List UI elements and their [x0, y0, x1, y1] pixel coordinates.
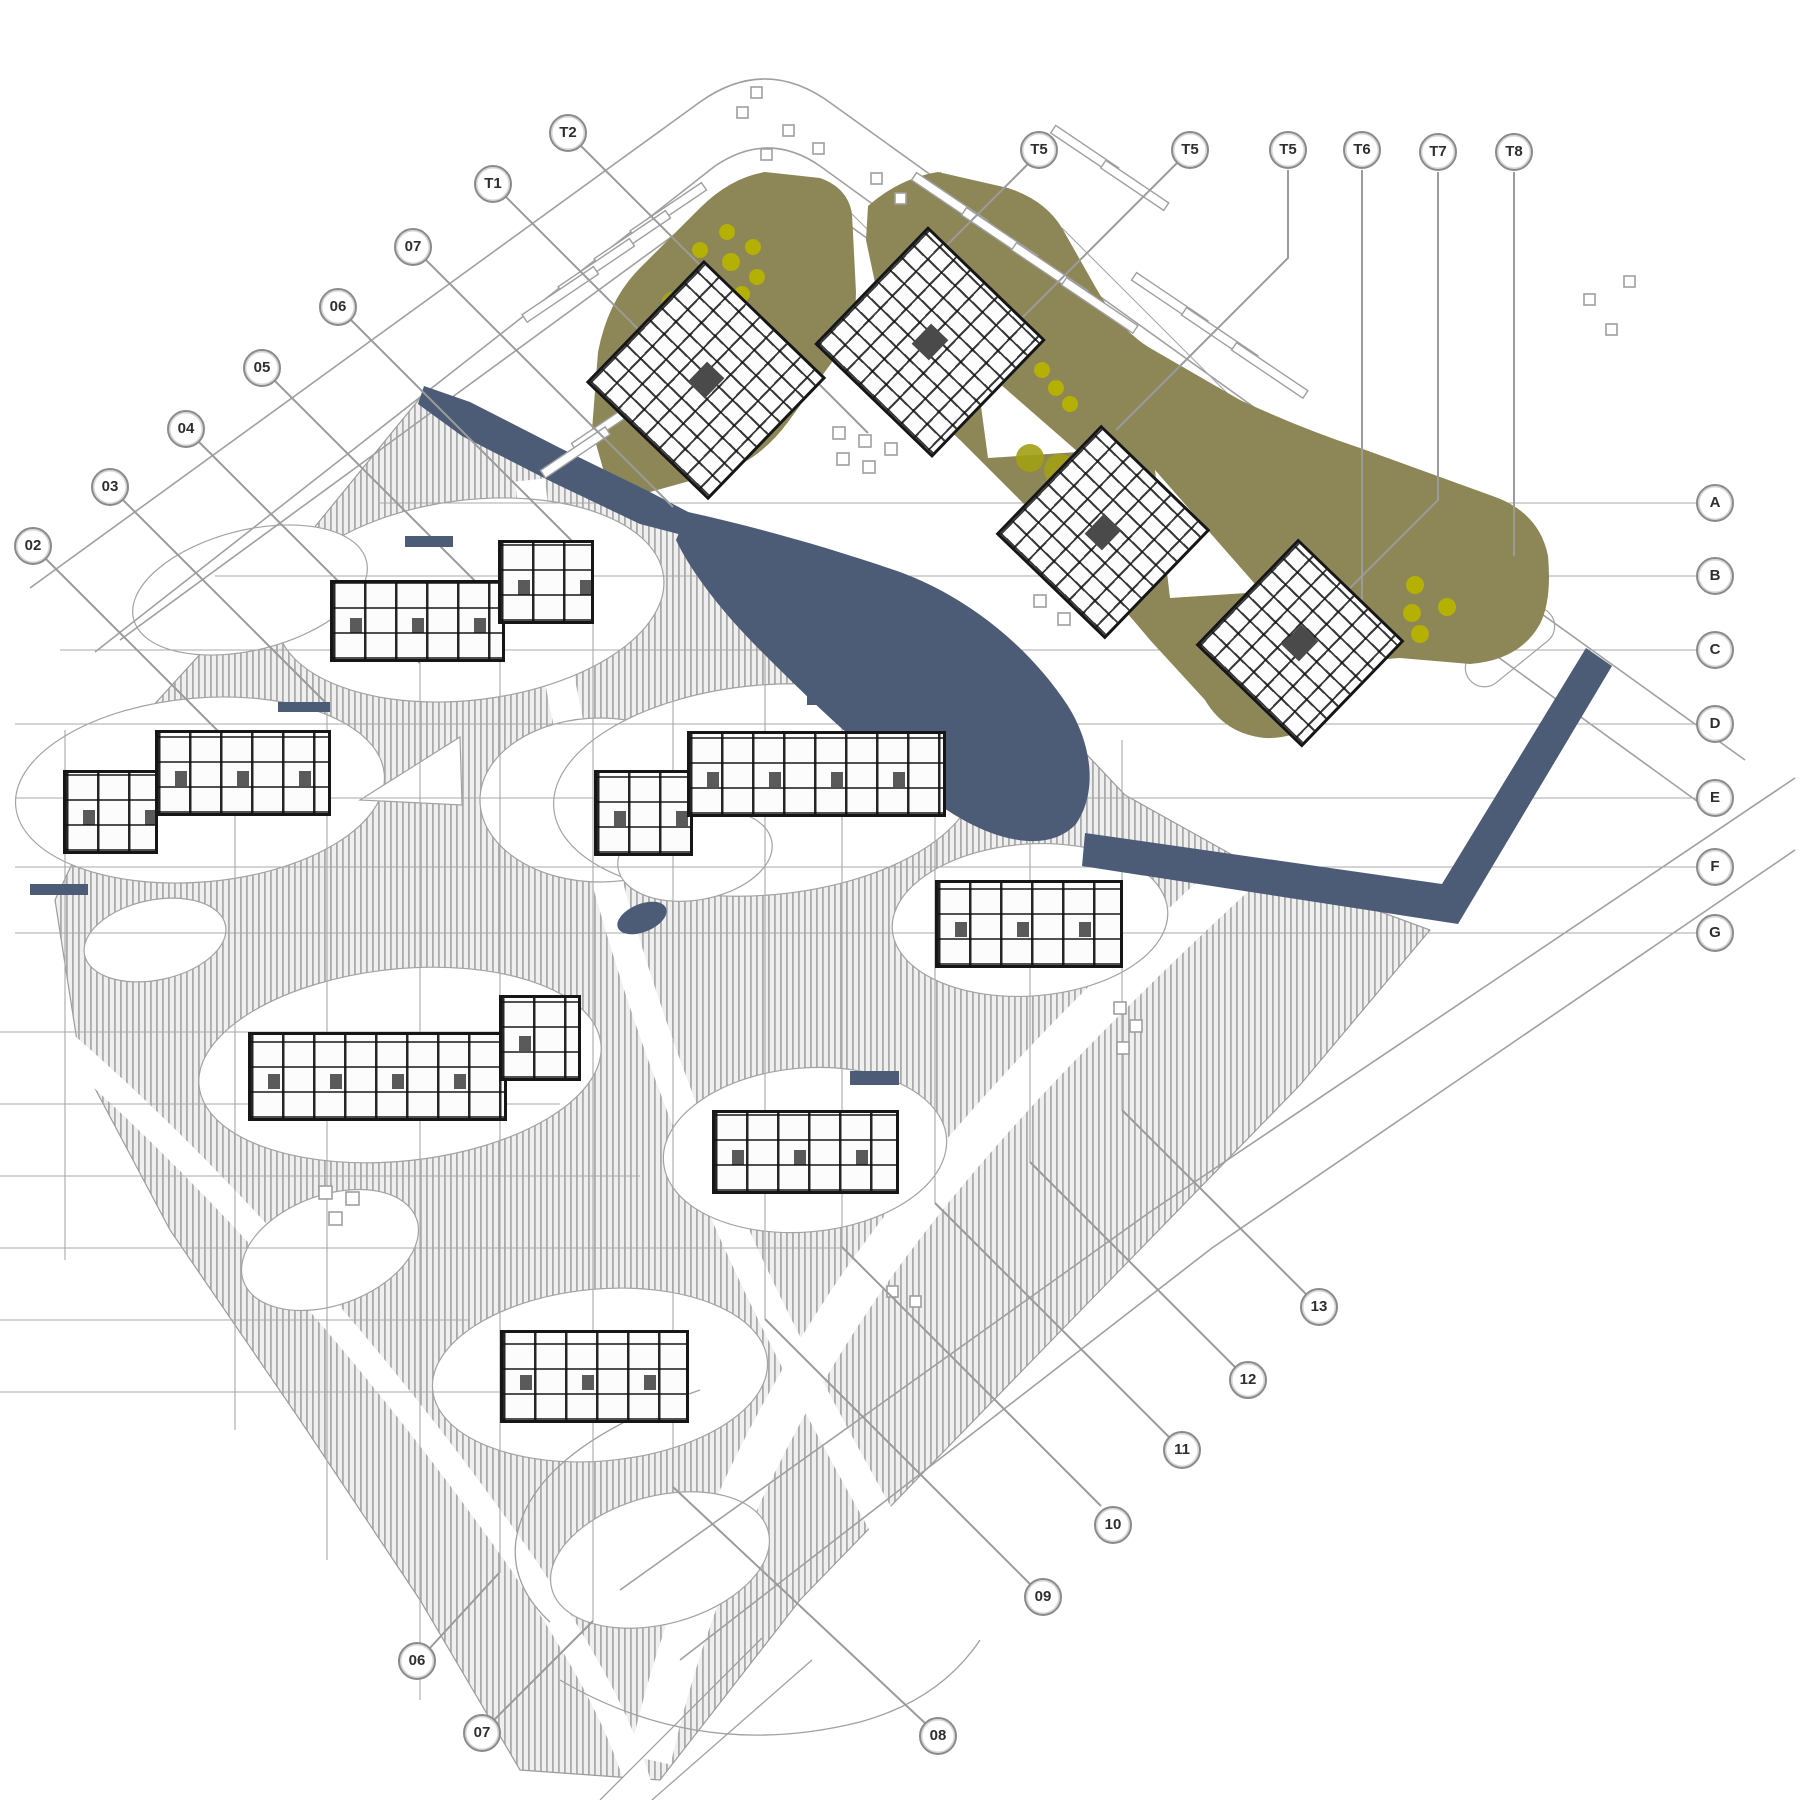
- entrance-bar: [807, 692, 869, 705]
- grid-letter-a: A: [1696, 484, 1734, 522]
- callout-t8: T8: [1495, 133, 1533, 171]
- entrance-bar: [850, 1071, 899, 1085]
- site-boundary-lines: [29, 78, 1796, 1800]
- building-plan-row-01b: [498, 540, 594, 624]
- grid-letter-f: F: [1696, 848, 1734, 886]
- entrance-bar: [405, 536, 453, 547]
- callout-07-bottom: 07: [463, 1714, 501, 1752]
- paving-strip-dashes: [521, 124, 1309, 479]
- callout-06-top: 06: [319, 288, 357, 326]
- building-plan-row-06: [712, 1110, 899, 1194]
- callout-11: 11: [1163, 1431, 1201, 1469]
- callout-t5-1: T5: [1020, 131, 1058, 169]
- callout-04: 04: [167, 410, 205, 448]
- building-plan-row-05b: [499, 995, 581, 1081]
- site-furniture-squares: [318, 86, 1636, 1308]
- callout-t5-3: T5: [1269, 131, 1307, 169]
- callout-t7: T7: [1419, 133, 1457, 171]
- water-canal-east: [1082, 648, 1612, 924]
- callout-t6: T6: [1343, 131, 1381, 169]
- callout-13: 13: [1300, 1288, 1338, 1326]
- building-plan-row-03b: [687, 731, 946, 817]
- building-plan-row-02a: [63, 770, 158, 854]
- building-plan-row-02b: [155, 730, 331, 816]
- grid-letter-g: G: [1696, 914, 1734, 952]
- callout-06-bottom: 06: [398, 1642, 436, 1680]
- water-pond: [617, 901, 667, 935]
- callout-t1: T1: [474, 165, 512, 203]
- entrance-bar: [30, 884, 88, 895]
- entrance-bar: [278, 702, 330, 712]
- grid-letter-e: E: [1696, 779, 1734, 817]
- callout-05: 05: [243, 349, 281, 387]
- callout-t2: T2: [549, 114, 587, 152]
- park-area-east: [866, 172, 1549, 739]
- water-lake: [676, 512, 1090, 842]
- callout-09: 09: [1024, 1578, 1062, 1616]
- callout-10: 10: [1094, 1506, 1132, 1544]
- grid-letter-b: B: [1696, 557, 1734, 595]
- callout-07-top: 07: [394, 228, 432, 266]
- callout-03: 03: [91, 468, 129, 506]
- building-plan-row-01a: [330, 580, 505, 662]
- building-plan-row-07: [500, 1330, 689, 1423]
- callout-12: 12: [1229, 1361, 1267, 1399]
- grid-letter-c: C: [1696, 631, 1734, 669]
- callout-08: 08: [919, 1717, 957, 1755]
- building-plan-row-05a: [248, 1032, 507, 1121]
- callout-02: 02: [14, 527, 52, 565]
- building-plan-row-03a: [594, 770, 693, 856]
- grid-letter-d: D: [1696, 705, 1734, 743]
- building-plan-row-04: [935, 880, 1123, 968]
- callout-t5-2: T5: [1171, 131, 1209, 169]
